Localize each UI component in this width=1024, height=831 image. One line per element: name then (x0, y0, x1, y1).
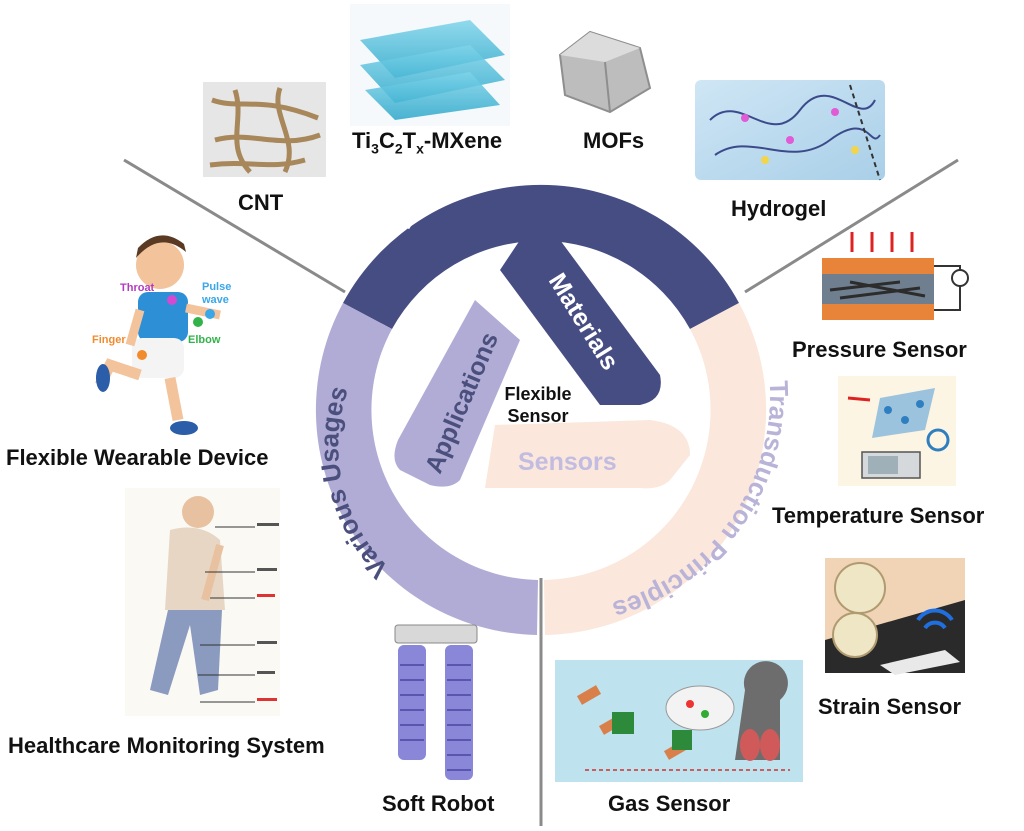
temperature-sensor-image (838, 376, 956, 486)
center-title-line2: Sensor (507, 406, 568, 426)
point-elbow-label: Elbow (188, 334, 221, 346)
wearable-child-image: Throat Pulse wave Finger Elbow (92, 235, 231, 435)
label-pressure-sensor: Pressure Sensor (792, 337, 967, 362)
strain-sensor-image (825, 558, 965, 675)
mxene-image (350, 4, 510, 126)
blade-label-sensors: Sensors (518, 448, 617, 476)
label-soft-robot: Soft Robot (382, 791, 495, 816)
ring-segment-usages (315, 303, 538, 635)
point-throat-label: Throat (120, 282, 155, 294)
point-wave-label: wave (201, 294, 229, 306)
blade-applications (394, 300, 520, 487)
blade-materials (500, 232, 661, 405)
mxene-sub-2: 2 (394, 140, 403, 157)
blade-sensors (485, 420, 690, 489)
label-mxene: Ti3C2Tx-MXene (352, 128, 502, 156)
divider-upper-left (123, 158, 346, 294)
healthcare-patient-image (125, 488, 280, 716)
divider-upper-right (744, 158, 959, 294)
mofs-image (558, 30, 652, 114)
ring-segment-compositions (343, 184, 739, 329)
label-healthcare-monitoring-system: Healthcare Monitoring System (8, 733, 325, 758)
mxene-suffix: -MXene (423, 128, 503, 153)
mxene-sub-3: 3 (371, 140, 379, 157)
label-flexible-wearable-device: Flexible Wearable Device (6, 445, 269, 470)
hydrogel-image (695, 80, 885, 181)
point-finger-label: Finger (92, 334, 126, 346)
mxene-ti: Ti (352, 128, 372, 153)
mxene-sub-x: x (416, 140, 424, 157)
label-mofs: MOFs (583, 128, 645, 153)
mxene-c: C (378, 128, 395, 153)
label-hydrogel: Hydrogel (731, 196, 827, 221)
gas-sensor-image (555, 660, 803, 782)
point-pulse-label: Pulse (202, 281, 231, 293)
center-title-line1: Flexible (504, 384, 571, 404)
pressure-sensor-image (822, 232, 969, 320)
soft-robot-image (394, 624, 478, 780)
label-strain-sensor: Strain Sensor (818, 694, 962, 719)
mxene-t: T (402, 128, 417, 153)
label-temperature-sensor: Temperature Sensor (772, 503, 985, 528)
cnt-image (203, 82, 326, 177)
label-cnt: CNT (238, 190, 284, 215)
ring-segment-transduction (544, 303, 767, 635)
label-gas-sensor: Gas Sensor (608, 791, 731, 816)
